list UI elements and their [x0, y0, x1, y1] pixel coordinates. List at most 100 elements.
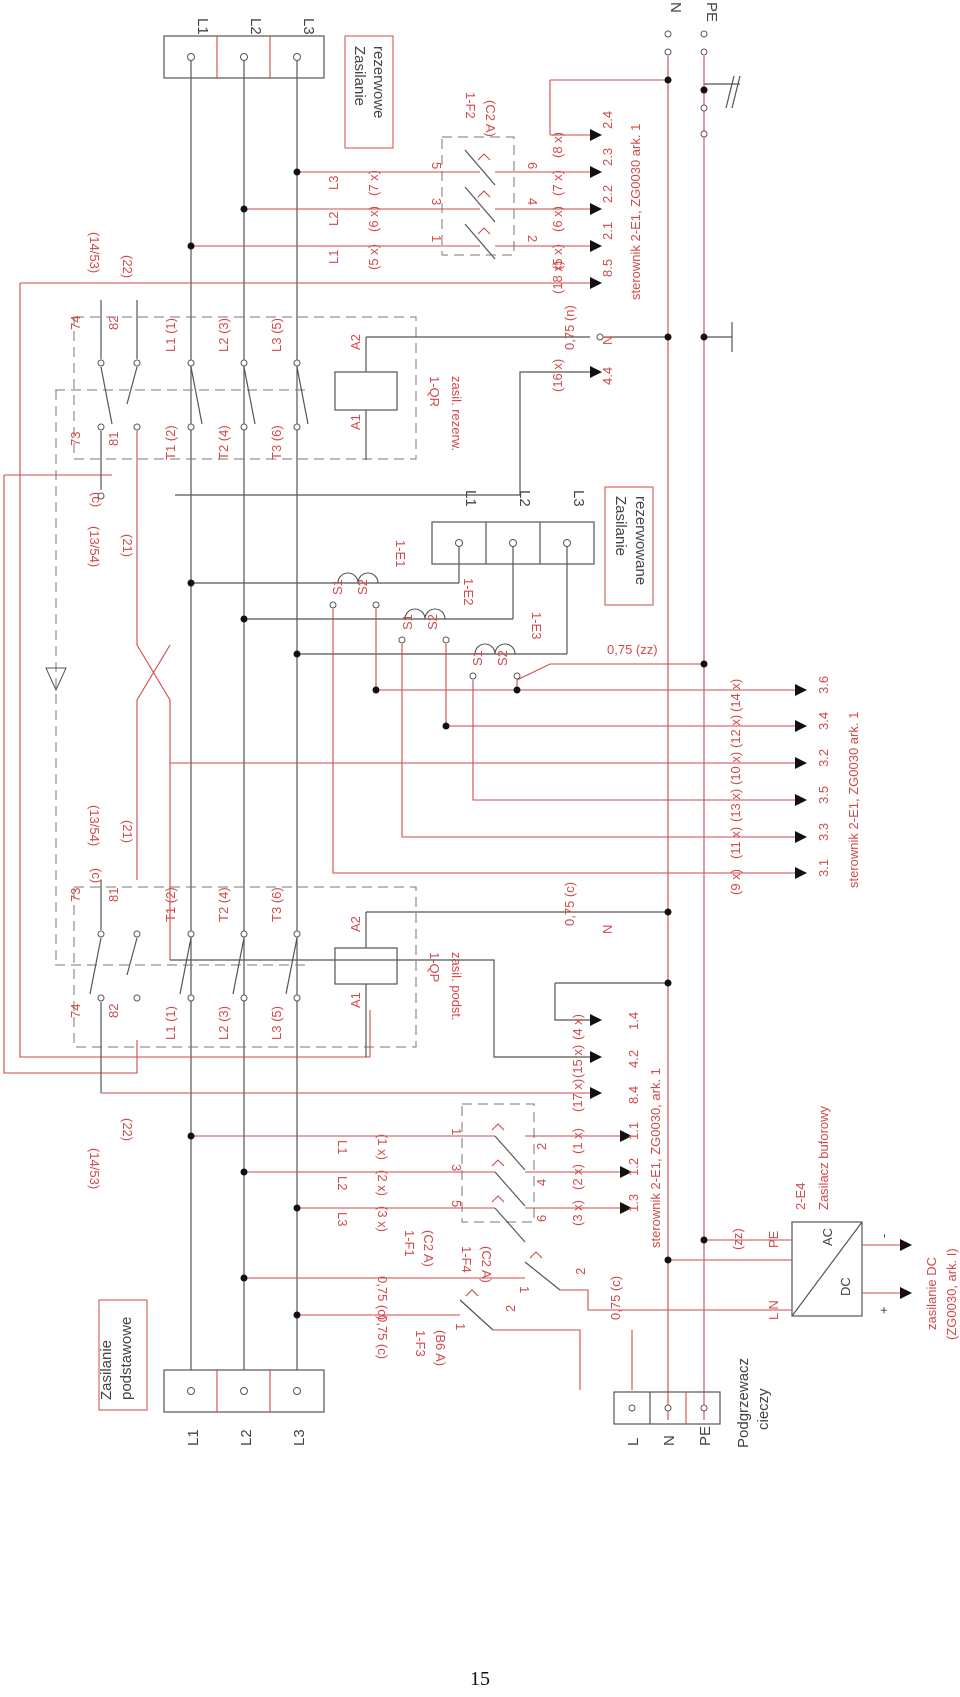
svg-text:1.3: 1.3	[626, 1194, 641, 1212]
svg-text:T2 (4): T2 (4)	[216, 887, 231, 922]
f4-name: 1-F4	[459, 1246, 474, 1273]
svg-text:1: 1	[449, 1128, 464, 1135]
svg-text:3.4: 3.4	[816, 712, 831, 730]
svg-text:(10 x): (10 x)	[728, 752, 743, 785]
ctrl-top-term-8-5: 8.5	[600, 259, 615, 277]
svg-text:PE: PE	[766, 1230, 781, 1248]
breaker-1-f2	[191, 79, 668, 260]
svg-text:(zz): (zz)	[730, 1228, 745, 1250]
svg-text:rezerwowane: rezerwowane	[632, 496, 649, 585]
heater-label-1: Podgrzewacz	[735, 1358, 752, 1448]
svg-text:74: 74	[68, 316, 83, 330]
svg-text:(2 x): (2 x)	[570, 1164, 585, 1190]
svg-text:(21): (21)	[120, 820, 135, 843]
svg-text:6: 6	[525, 162, 540, 169]
n-label-top: N	[667, 2, 684, 13]
svg-text:AC: AC	[820, 1228, 835, 1246]
svg-text:(5 x): (5 x)	[366, 244, 381, 270]
svg-text:3.1: 3.1	[816, 859, 831, 877]
terminal-block-reserved	[431, 521, 595, 565]
svg-text:L2: L2	[326, 212, 341, 226]
svg-text:2.2: 2.2	[600, 185, 615, 203]
ctrl-bot-caption: sterownik 2-E1, ZG0030, ark. 1	[648, 1068, 663, 1248]
ct-1-e1-label: 1-E1	[393, 540, 408, 567]
svg-text:(12 x): (12 x)	[728, 715, 743, 748]
contactor-1-qr	[55, 300, 668, 460]
svg-text:(6 x): (6 x)	[366, 206, 381, 232]
svg-text:82: 82	[106, 1004, 121, 1018]
svg-text:Zasilanie: Zasilanie	[351, 46, 368, 106]
svg-text:Zasilanie: Zasilanie	[98, 1340, 115, 1400]
svg-text:5: 5	[449, 1200, 464, 1207]
n-pe-bus-lines	[667, 56, 741, 1420]
svg-text:T1 (2): T1 (2)	[163, 887, 178, 922]
svg-text:(22): (22)	[120, 1118, 135, 1141]
svg-text:(14 x): (14 x)	[728, 679, 743, 712]
current-transformers	[329, 572, 521, 680]
svg-text:Zasilanie: Zasilanie	[612, 496, 629, 556]
svg-text:T2 (4): T2 (4)	[216, 425, 231, 460]
svg-text:3.2: 3.2	[816, 749, 831, 767]
svg-text:(13/54): (13/54)	[87, 805, 102, 846]
svg-text:(9 x): (9 x)	[728, 869, 743, 895]
svg-text:L2 (3): L2 (3)	[216, 318, 231, 352]
svg-text:(15 x): (15 x)	[570, 1045, 585, 1078]
psu-output-ref: (ZG0030, ark. I)	[944, 1248, 959, 1340]
f2-name: 1-F2	[463, 92, 478, 119]
svg-text:N: N	[600, 925, 615, 934]
svg-text:(1 x): (1 x)	[570, 1128, 585, 1154]
svg-text:L2: L2	[335, 1176, 350, 1190]
svg-text:1.1: 1.1	[626, 1122, 641, 1140]
svg-text:A1: A1	[348, 992, 363, 1008]
phase-label-l1-top: L1	[194, 18, 211, 35]
svg-text:podstawowe: podstawowe	[118, 1317, 135, 1400]
svg-text:73: 73	[68, 432, 83, 446]
svg-text:1.2: 1.2	[626, 1158, 641, 1176]
terminal-block-heater	[613, 1330, 721, 1425]
svg-text:S2: S2	[495, 650, 510, 666]
reserved-source-label: Zasilanie rezerwowane	[604, 486, 654, 606]
svg-text:A1: A1	[348, 414, 363, 430]
svg-text:2.1: 2.1	[600, 222, 615, 240]
svg-text:L3: L3	[291, 1429, 308, 1446]
ctrl-mid-arrows	[170, 684, 807, 879]
qp-desc: zasil. podst.	[449, 952, 464, 1021]
svg-text:8.4: 8.4	[626, 1086, 641, 1104]
svg-text:82: 82	[106, 316, 121, 330]
qp-name: 1-QP	[427, 952, 442, 982]
svg-text:74: 74	[68, 1004, 83, 1018]
svg-text:(8 x): (8 x)	[550, 132, 565, 158]
svg-text:(5 x): (5 x)	[550, 244, 565, 270]
svg-text:(4 x): (4 x)	[570, 1014, 585, 1040]
svg-text:3: 3	[429, 198, 444, 205]
svg-text:3: 3	[449, 1164, 464, 1171]
f3-rating: (B6 A)	[433, 1330, 448, 1366]
qr-ref-22: (22)	[120, 255, 135, 278]
svg-text:L2 (3): L2 (3)	[216, 1006, 231, 1040]
svg-text:0,75 (c): 0,75 (c)	[375, 1276, 390, 1320]
svg-text:DC: DC	[838, 1277, 853, 1296]
svg-text:A2: A2	[348, 334, 363, 350]
reserve-source-label: Zasilanie rezerwowe	[344, 35, 394, 149]
qr-desc: zasil. rezerw.	[449, 376, 464, 451]
svg-text:4: 4	[534, 1179, 549, 1186]
svg-text:S1: S1	[330, 579, 345, 595]
svg-text:(1 x): (1 x)	[375, 1134, 390, 1160]
svg-text:1.4: 1.4	[626, 1012, 641, 1030]
svg-text:(2 x): (2 x)	[375, 1170, 390, 1196]
svg-text:rezerwowe: rezerwowe	[370, 46, 387, 119]
svg-text:(7 x): (7 x)	[366, 170, 381, 196]
svg-text:+: +	[876, 1306, 891, 1314]
svg-text:1: 1	[429, 235, 444, 242]
svg-text:S2: S2	[425, 614, 440, 630]
phase-label-l2-top: L2	[247, 18, 264, 35]
svg-text:3.6: 3.6	[816, 676, 831, 694]
svg-text:L2: L2	[238, 1429, 255, 1446]
f3-name: 1-F3	[413, 1330, 428, 1357]
breaker-1-f3	[297, 1289, 581, 1390]
f1-rating: (C2 A)	[421, 1230, 436, 1267]
svg-text:A2: A2	[348, 916, 363, 932]
svg-text:T3 (6): T3 (6)	[269, 887, 284, 922]
svg-text:1: 1	[453, 1323, 468, 1330]
